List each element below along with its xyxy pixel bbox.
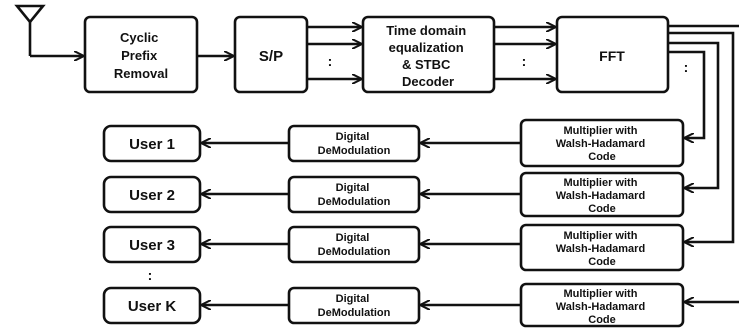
fft-block — [555, 15, 670, 94]
user-label: User 3 — [129, 237, 175, 254]
cp-removal-block — [83, 15, 199, 94]
sp-eq-ellipsis: : — [328, 53, 333, 69]
user-block — [102, 124, 202, 163]
branch-user-2: Multiplier with Walsh-Hadamard Code Digi… — [102, 171, 685, 218]
demod-label: Digital DeModulation — [318, 182, 391, 208]
user-label: User K — [128, 298, 177, 315]
fft-output-line-user-2 — [668, 31, 735, 242]
fft-output-ellipsis: : — [684, 59, 689, 75]
multiplier-label: Multiplier with Walsh-Hadamard Code — [556, 177, 649, 215]
fft-label: FFT — [599, 48, 625, 64]
multiplier-label: Multiplier with Walsh-Hadamard Code — [556, 288, 649, 326]
equalizer-block — [361, 15, 496, 94]
cp-removal-label: Cyclic Prefix Removal — [114, 30, 168, 81]
demod-label: Digital DeModulation — [318, 131, 391, 157]
branch-user-k: Multiplier with Walsh-Hadamard Code Digi… — [102, 282, 685, 328]
user-label: User 1 — [129, 136, 175, 153]
fft-output-line-user-4 — [668, 50, 706, 138]
multiplier-block — [519, 223, 685, 272]
user-block — [102, 225, 202, 264]
users-ellipsis: : — [148, 267, 153, 283]
sp-block — [233, 15, 309, 94]
multiplier-label: Multiplier with Walsh-Hadamard Code — [556, 125, 649, 163]
demod-label: Digital DeModulation — [318, 232, 391, 258]
equalizer-label: Time domain equalization & STBC Decoder — [386, 23, 470, 89]
antenna-icon — [14, 4, 46, 56]
user-block — [102, 175, 202, 214]
sp-label: S/P — [259, 48, 283, 65]
demod-label: Digital DeModulation — [318, 293, 391, 319]
fft-output-line-user-3 — [668, 41, 720, 188]
branch-user-1: Multiplier with Walsh-Hadamard Code Digi… — [102, 118, 685, 168]
multiplier-label: Multiplier with Walsh-Hadamard Code — [556, 230, 649, 268]
branch-user-3: Multiplier with Walsh-Hadamard Code Digi… — [102, 223, 685, 272]
eq-fft-ellipsis: : — [522, 53, 527, 69]
user-block — [102, 286, 202, 325]
user-label: User 2 — [129, 187, 175, 204]
